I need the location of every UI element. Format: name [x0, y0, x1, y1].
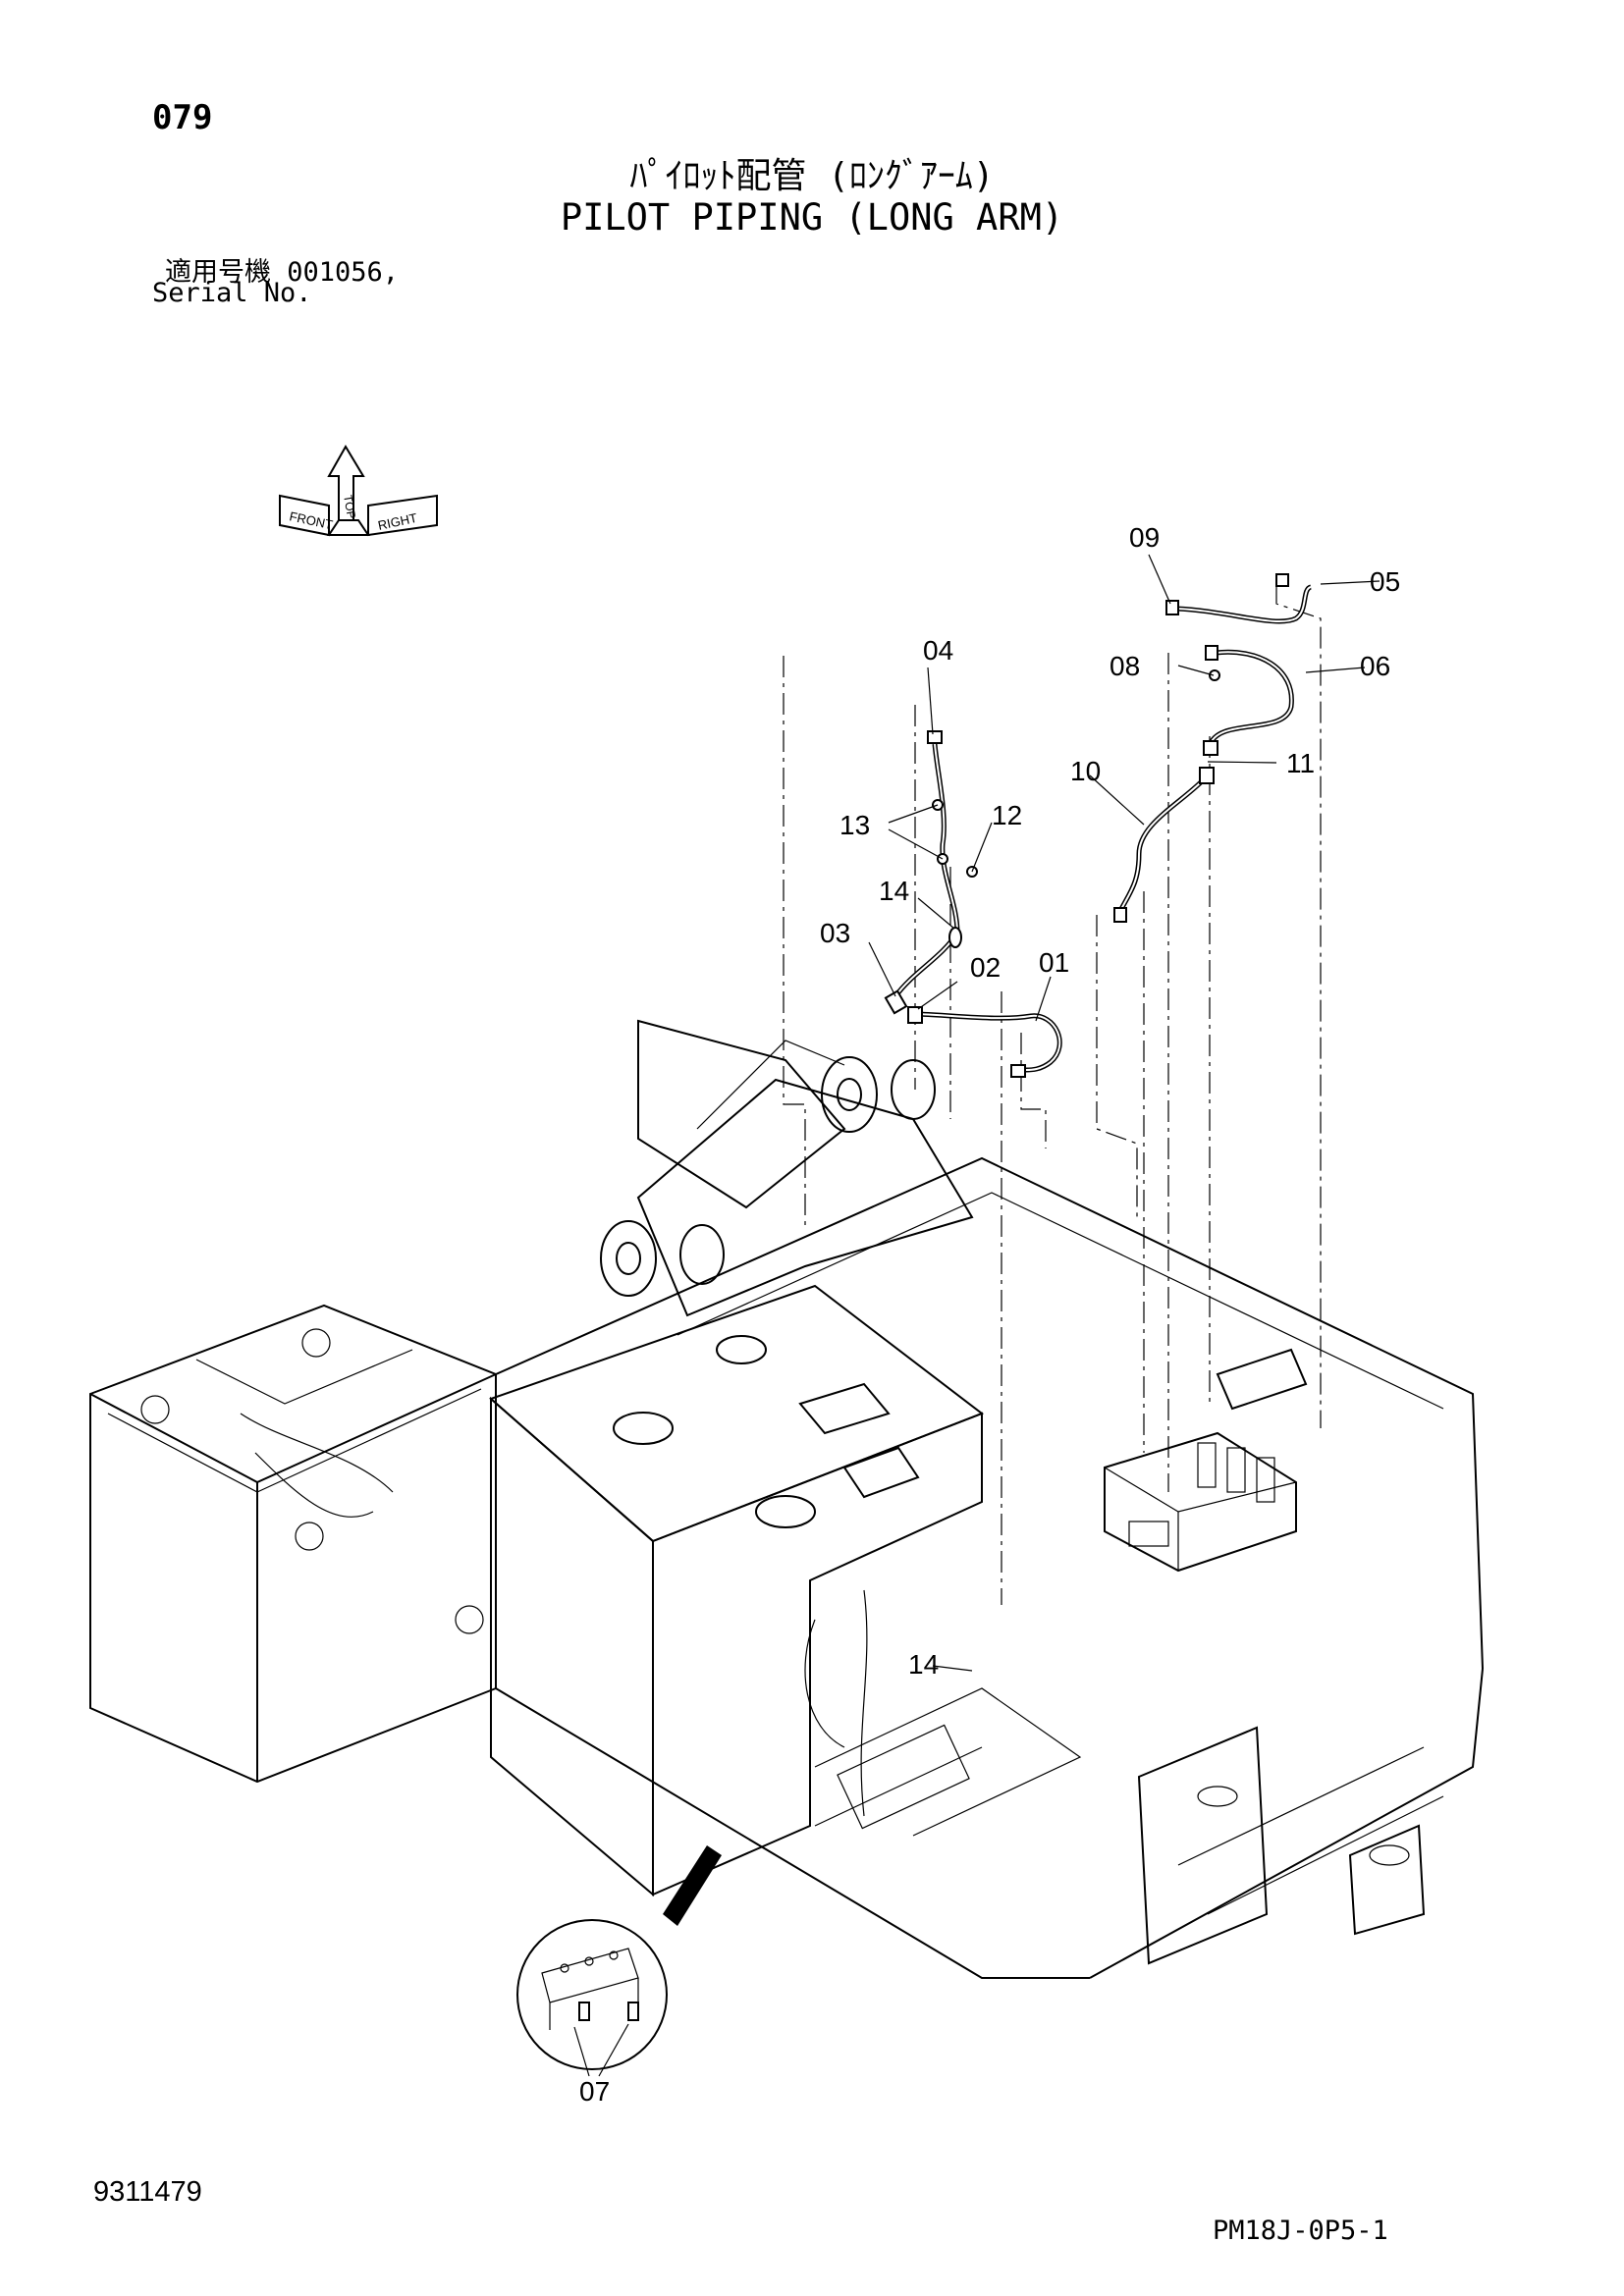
- serial-label-japanese: 適用号機 001056,: [165, 257, 400, 288]
- label-top: TOP: [341, 494, 358, 520]
- orientation-compass-icon: FRONT TOP RIGHT: [279, 445, 438, 537]
- callout-leaders: [573, 554, 1380, 2077]
- machine-frame: [89, 1019, 1484, 1979]
- callout-12: 12: [992, 800, 1022, 830]
- hose-group-left: [884, 730, 1062, 1078]
- callout-01: 01: [1039, 947, 1069, 978]
- callout-09: 09: [1129, 522, 1160, 553]
- callout-14-upper: 14: [879, 876, 909, 906]
- title-japanese: ﾊﾟｲﾛｯﾄ配管 (ﾛﾝｸﾞｱｰﾑ): [629, 156, 995, 196]
- drawing-code: PM18J-0P5-1: [1213, 2216, 1388, 2246]
- callout-02: 02: [970, 952, 1001, 983]
- callout-03: 03: [820, 918, 850, 948]
- document-id: 9311479: [93, 2176, 202, 2208]
- serial-label-english: Serial No.: [152, 278, 312, 308]
- leader-lines: [783, 584, 1322, 1605]
- page-number: 079: [152, 98, 213, 137]
- title-english: PILOT PIPING (LONG ARM): [560, 196, 1064, 239]
- callout-11: 11: [1286, 748, 1315, 778]
- callout-14-lower: 14: [908, 1649, 939, 1680]
- hose-group-right: [1113, 573, 1313, 923]
- callout-10: 10: [1070, 756, 1101, 786]
- callout-08: 08: [1110, 651, 1140, 681]
- callout-07: 07: [579, 2076, 610, 2107]
- callout-13: 13: [839, 810, 870, 840]
- callout-04: 04: [923, 635, 953, 666]
- callout-05: 05: [1370, 566, 1400, 597]
- detail-view-07: [516, 1845, 722, 2070]
- callout-06: 06: [1360, 651, 1390, 681]
